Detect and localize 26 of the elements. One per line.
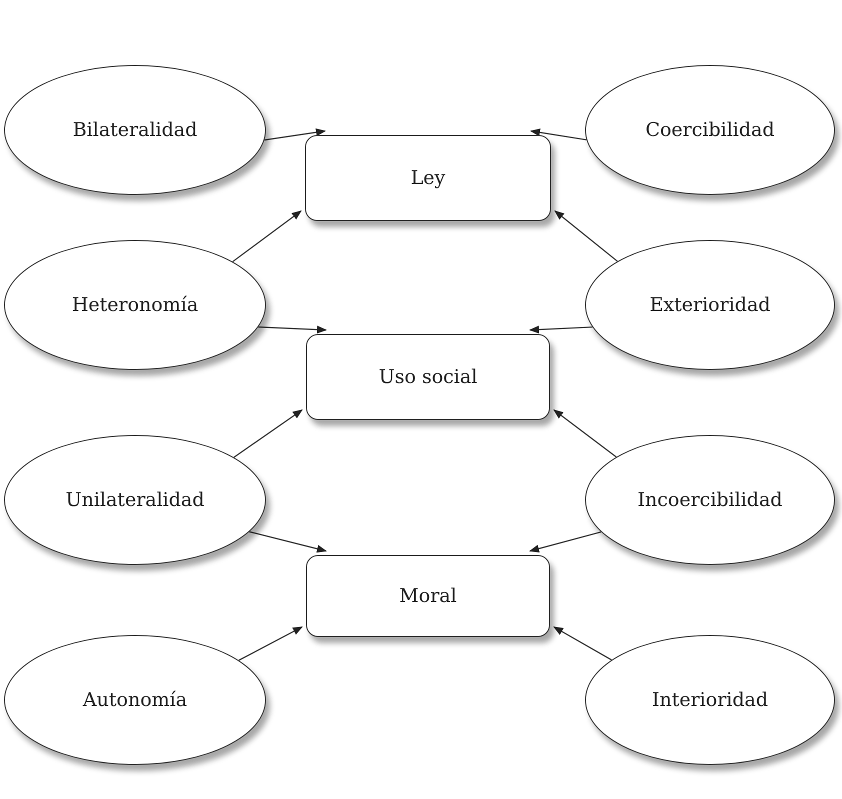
node-label: Exterioridad: [650, 294, 770, 316]
arrow: [530, 128, 587, 140]
arrow: [553, 409, 617, 458]
node-label: Bilateralidad: [72, 119, 198, 141]
arrow: [238, 626, 303, 661]
arrow: [234, 409, 303, 458]
arrow: [553, 626, 612, 660]
node-label: Heteronomía: [72, 294, 198, 316]
node-label: Ley: [410, 167, 446, 189]
arrow: [232, 210, 302, 262]
node-label: Coercibilidad: [645, 119, 775, 141]
arrow: [249, 531, 327, 553]
arrow: [258, 326, 327, 334]
node-label: Uso social: [378, 366, 478, 388]
arrow: [554, 210, 618, 262]
node-label: Incoercibilidad: [638, 489, 782, 511]
rounded-box: [306, 555, 550, 637]
rounded-box: [306, 334, 550, 420]
node-label: Moral: [399, 585, 457, 607]
node-label: Interioridad: [652, 689, 768, 711]
arrow: [264, 128, 326, 141]
rounded-box: [305, 135, 551, 221]
arrow: [529, 326, 592, 334]
node-label: Unilateralidad: [66, 489, 204, 511]
arrow: [529, 531, 602, 553]
node-label: Autonomía: [82, 689, 188, 711]
